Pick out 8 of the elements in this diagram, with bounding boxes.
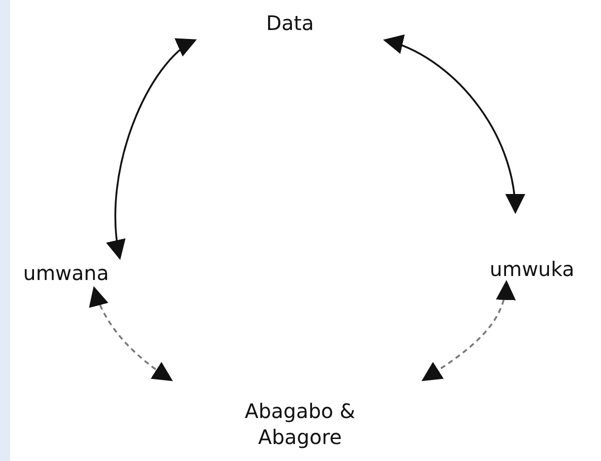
double-arrow bbox=[383, 36, 524, 214]
double-arrow bbox=[107, 39, 197, 260]
node-label: Abagabo & Abagore bbox=[244, 398, 356, 450]
node-label: umwana bbox=[23, 260, 109, 286]
node-label: umwuka bbox=[490, 256, 574, 282]
node-label: Data bbox=[266, 10, 314, 36]
dashed-double-arrow bbox=[422, 280, 515, 382]
dashed-double-arrow bbox=[90, 286, 173, 382]
